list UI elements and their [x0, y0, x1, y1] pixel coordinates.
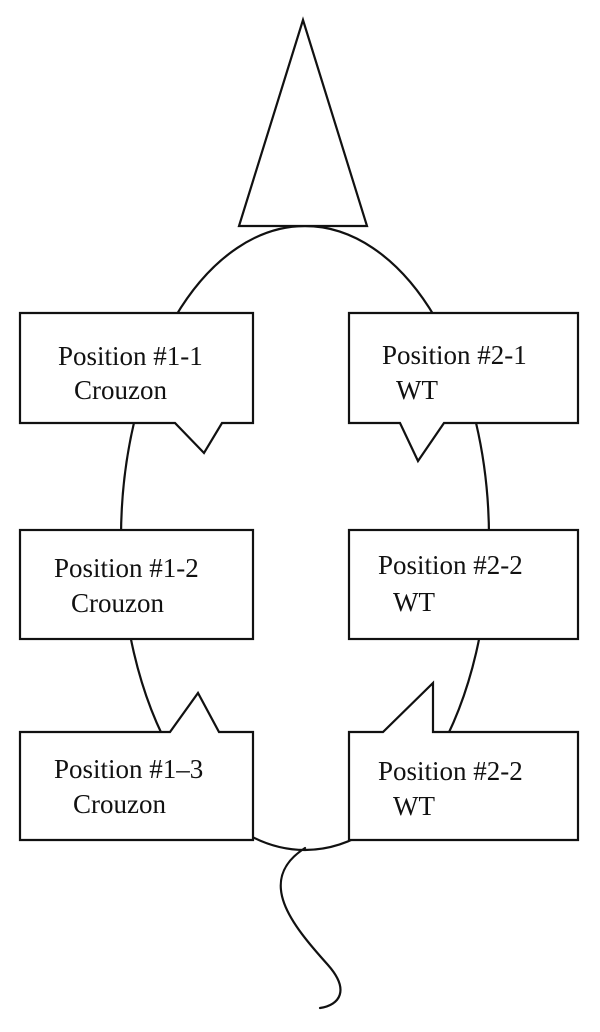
callout-box [18, 528, 255, 641]
callout-position-1-1: Position #1-1 Crouzon [18, 311, 255, 455]
position-label: Position #2-1 [382, 340, 527, 370]
callout-position-1-3: Position #1–3 Crouzon [18, 690, 255, 842]
callout-box [347, 680, 580, 842]
position-label: Position #1-2 [54, 553, 199, 583]
callout-position-2-2-middle: Position #2-2 WT [347, 528, 580, 641]
callout-box [18, 311, 255, 455]
callout-box [347, 528, 580, 641]
callout-box [347, 311, 580, 464]
genotype-label: Crouzon [74, 375, 167, 405]
callout-position-1-2: Position #1-2 Crouzon [18, 528, 255, 641]
genotype-label: WT [393, 587, 435, 617]
position-label: Position #2-2 [378, 756, 523, 786]
genotype-label: WT [396, 375, 438, 405]
position-label: Position #1–3 [54, 754, 203, 784]
tail-line [279, 846, 342, 1010]
callout-position-2-2-bottom: Position #2-2 WT [347, 680, 580, 842]
nose-triangle [237, 16, 369, 228]
position-label: Position #1-1 [58, 341, 203, 371]
callout-box [18, 690, 255, 842]
genotype-label: WT [393, 791, 435, 821]
position-label: Position #2-2 [378, 550, 523, 580]
callout-position-2-1: Position #2-1 WT [347, 311, 580, 464]
genotype-label: Crouzon [71, 588, 164, 618]
genotype-label: Crouzon [73, 789, 166, 819]
